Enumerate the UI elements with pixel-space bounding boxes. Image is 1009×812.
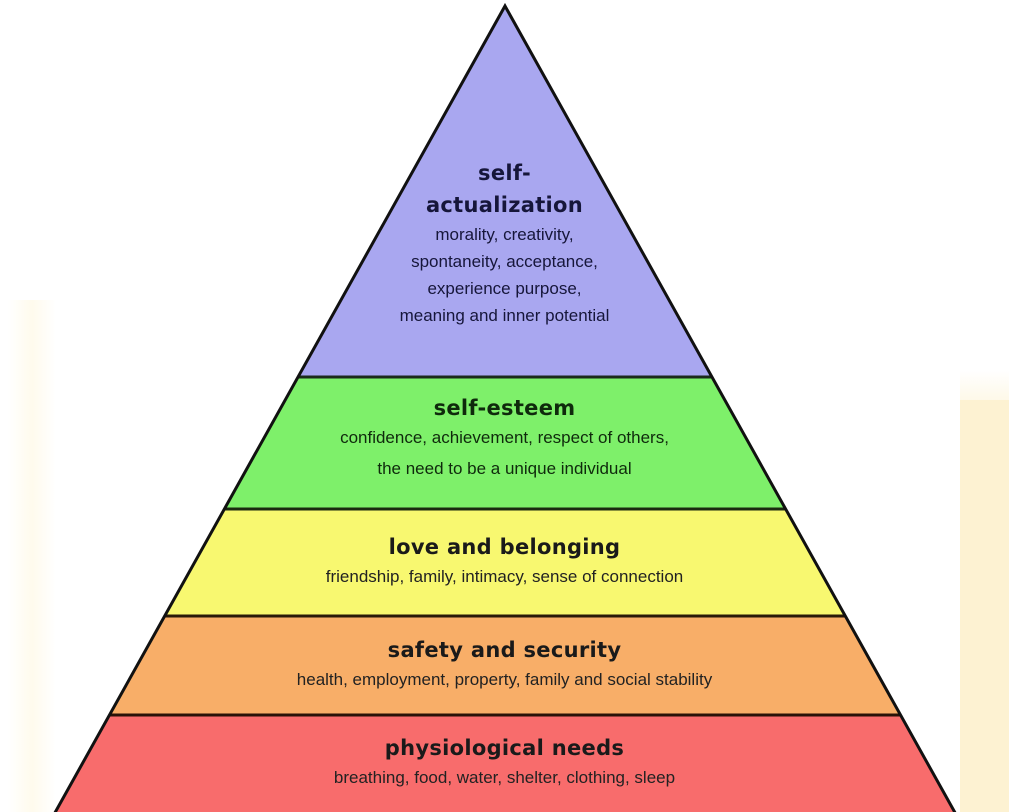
layer-description: morality, creativity, xyxy=(435,225,574,244)
layer-description: meaning and inner potential xyxy=(399,306,610,325)
layer-physiological-shape xyxy=(55,715,955,812)
layer-love-belonging-shape xyxy=(164,509,846,616)
layer-title: self- xyxy=(478,161,531,185)
layer-title: safety and security xyxy=(387,638,622,662)
layer-title: love and belonging xyxy=(388,535,621,559)
pyramid-outline xyxy=(53,2,957,812)
layer-description: confidence, achievement, respect of othe… xyxy=(340,428,669,447)
layer-love-belonging: love and belonging friendship, family, i… xyxy=(0,533,1009,590)
layer-description: health, employment, property, family and… xyxy=(296,670,713,689)
background-right-panel xyxy=(960,370,1009,812)
layer-self-esteem-shape xyxy=(224,377,786,509)
layer-title: self-esteem xyxy=(433,396,576,420)
layer-description: breathing, food, water, shelter, clothin… xyxy=(333,768,676,787)
layer-description: experience purpose, xyxy=(427,279,582,298)
layer-self-esteem: self-esteem confidence, achievement, res… xyxy=(0,394,1009,482)
layer-title: actualization xyxy=(425,193,584,217)
layer-self-actualization-shape xyxy=(298,6,712,377)
layer-description: spontaneity, acceptance, xyxy=(411,252,598,271)
layer-description: the need to be a unique individual xyxy=(377,459,632,478)
layer-title: physiological needs xyxy=(384,736,625,760)
layer-safety-security: safety and security health, employment, … xyxy=(0,636,1009,693)
layer-physiological-needs: physiological needs breathing, food, wat… xyxy=(0,734,1009,791)
background-left-panel xyxy=(8,300,56,812)
layer-self-actualization: self- actualization morality, creativity… xyxy=(0,159,1009,329)
layer-safety-security-shape xyxy=(109,616,901,715)
layer-description: friendship, family, intimacy, sense of c… xyxy=(325,567,684,586)
